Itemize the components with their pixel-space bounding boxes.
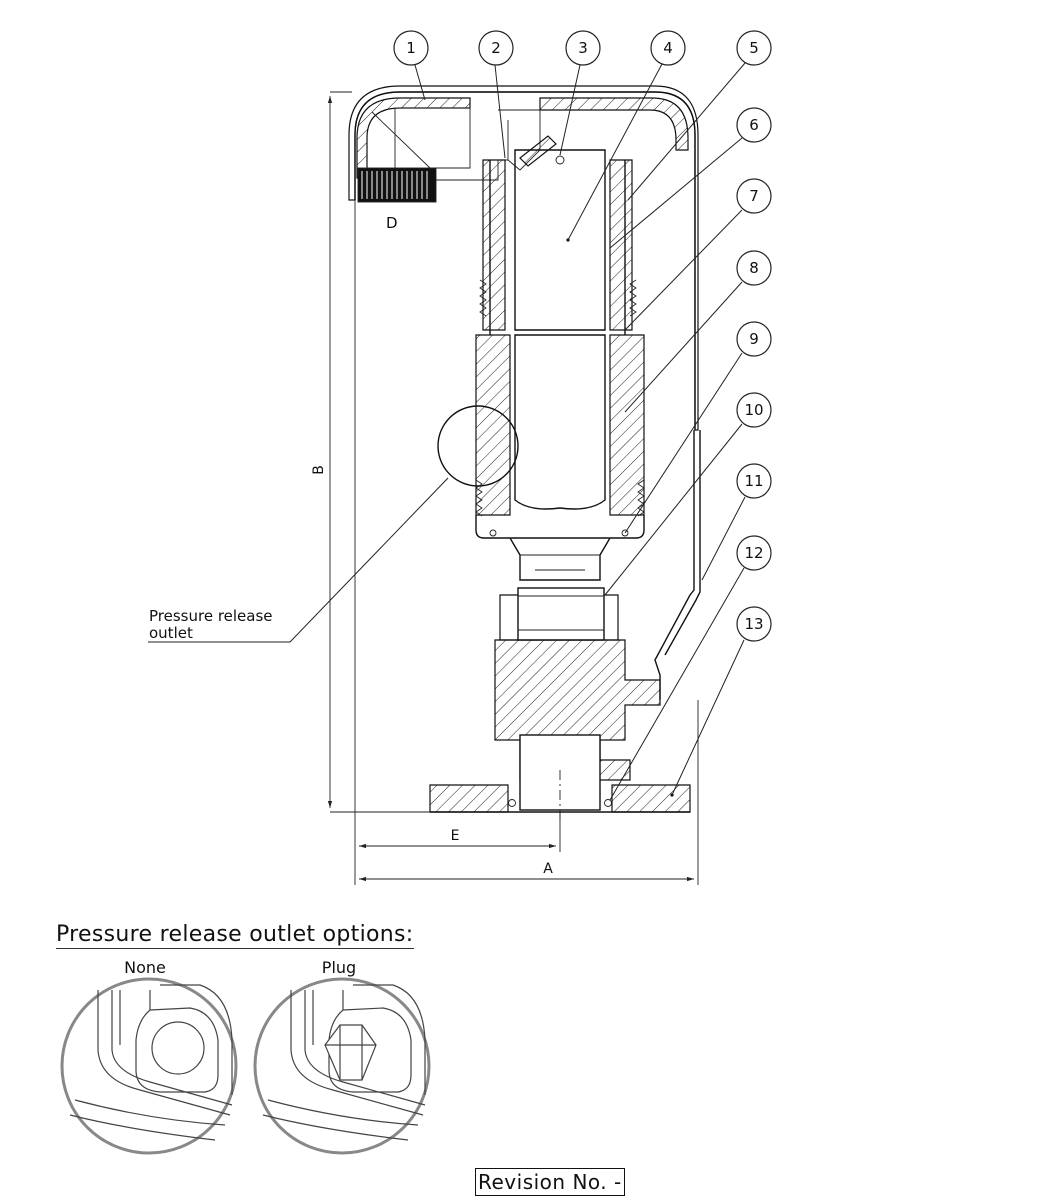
svg-text:6: 6 <box>749 116 759 134</box>
svg-text:11: 11 <box>744 472 763 490</box>
balloon-6: 6 <box>736 107 772 143</box>
svg-text:2: 2 <box>491 39 501 57</box>
balloon-9: 9 <box>736 321 772 357</box>
option-none-view <box>60 977 238 1155</box>
balloon-3: 3 <box>565 30 601 66</box>
svg-text:10: 10 <box>744 401 763 419</box>
option-plug-view <box>253 977 431 1155</box>
balloon-13: 13 <box>736 606 772 642</box>
balloon-7: 7 <box>736 178 772 214</box>
callout-line-2: outlet <box>149 624 193 642</box>
option-plug-label: Plug <box>321 958 357 977</box>
balloon-4: 4 <box>650 30 686 66</box>
balloon-12: 12 <box>736 535 772 571</box>
svg-text:13: 13 <box>744 615 763 633</box>
balloon-10: 10 <box>736 392 772 428</box>
pressure-release-outlet-marker <box>437 405 519 487</box>
dimension-b-label: B <box>311 465 327 475</box>
option-none-label: None <box>124 958 166 977</box>
svg-text:3: 3 <box>578 39 588 57</box>
options-title: Pressure release outlet options: <box>56 922 414 949</box>
svg-text:12: 12 <box>744 544 763 562</box>
balloon-5: 5 <box>736 30 772 66</box>
detail-label-d: D <box>386 214 398 232</box>
svg-text:8: 8 <box>749 259 759 277</box>
dimension-e-label: E <box>451 828 460 844</box>
svg-text:5: 5 <box>749 39 759 57</box>
dimension-a-label: A <box>543 861 553 877</box>
balloon-1: 1 <box>393 30 429 66</box>
inner-chamber <box>514 334 606 510</box>
svg-text:7: 7 <box>749 187 759 205</box>
svg-text:1: 1 <box>406 39 416 57</box>
dimension-lines: B E A <box>311 91 699 885</box>
pressure-release-callout: Pressure release outlet <box>148 477 449 643</box>
part-balloons: 1 2 3 4 5 6 7 8 9 10 11 12 13 <box>393 30 772 642</box>
balloon-2: 2 <box>478 30 514 66</box>
balloon-11: 11 <box>736 463 772 499</box>
callout-line-1: Pressure release <box>149 607 273 625</box>
leader-lines <box>414 62 746 801</box>
cartridge <box>514 149 606 331</box>
balloon-8: 8 <box>736 250 772 286</box>
svg-text:9: 9 <box>749 330 759 348</box>
section-view <box>348 85 701 820</box>
revision-number: Revision No. - <box>475 1168 625 1196</box>
svg-text:4: 4 <box>663 39 673 57</box>
